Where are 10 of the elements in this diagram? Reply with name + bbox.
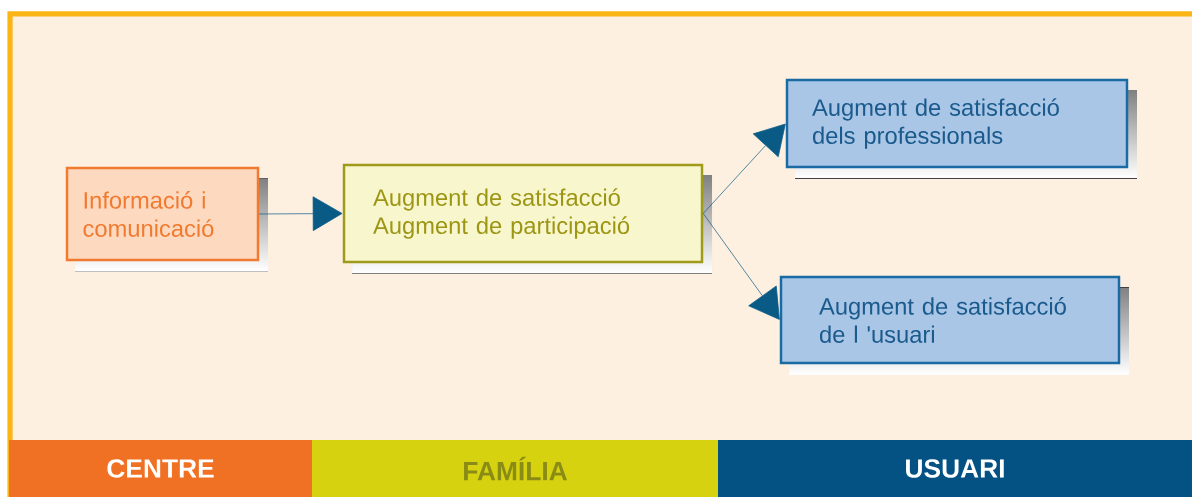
arrow [702, 213, 780, 320]
process-box: Augment de satisfacció Augment de participació [342, 163, 712, 274]
category-band: USUARI [718, 440, 1192, 497]
process-box: Augment de satisfacció dels professionals [785, 78, 1137, 179]
process-box: Informació i comunicació [65, 166, 268, 272]
category-band: CENTRE [9, 440, 312, 497]
process-box: Augment de satisfacció de l 'usuari [779, 275, 1129, 375]
category-band: FAMÍLIA [312, 440, 718, 497]
arrow [702, 123, 786, 214]
arrow [258, 196, 343, 231]
